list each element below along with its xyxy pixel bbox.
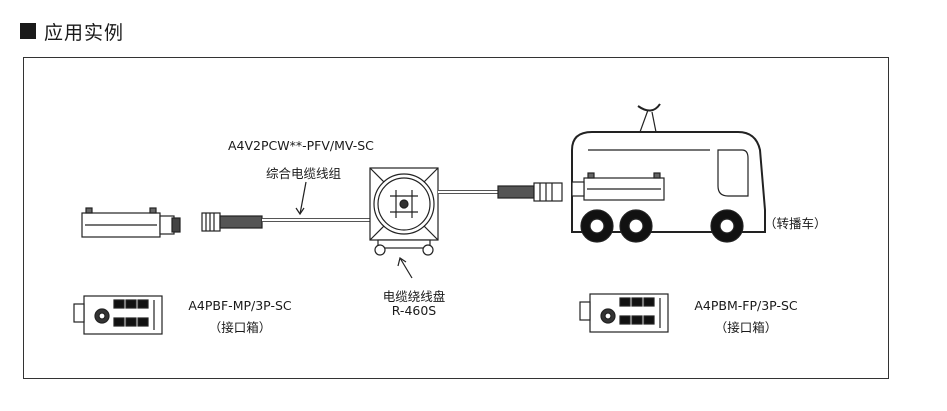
reel-model-label: R-460S [391,303,437,318]
reel-leader [399,257,413,279]
left-interface-box-top [81,207,181,238]
section-title: 应用实例 [44,21,125,44]
cable-connector-right [497,182,563,202]
cable-reel [369,167,439,256]
right-box-model-label: A4PBM-FP/3P-SC [694,298,798,313]
truck-label: （转播车） [764,216,827,231]
cable-set-label: 综合电缆线组 [266,166,342,181]
reel-name-label: 电缆绕线盘 [382,289,446,304]
left-box-type-label: （接口箱） [208,320,272,335]
cable-model-label: A4V2PCW**-PFV/MV-SC [228,138,374,153]
diagram-frame [23,57,889,379]
left-box-model-label: A4PBF-MP/3P-SC [188,298,292,313]
section-header: 应用实例 [20,18,124,44]
cable-set-leader [299,181,307,215]
broadcast-truck [571,103,766,243]
right-box-type-label: （接口箱） [714,320,778,335]
left-interface-box-front [73,295,163,335]
right-interface-box-front [579,293,669,333]
cable-connector-left [201,212,263,232]
square-bullet-icon [20,23,36,39]
